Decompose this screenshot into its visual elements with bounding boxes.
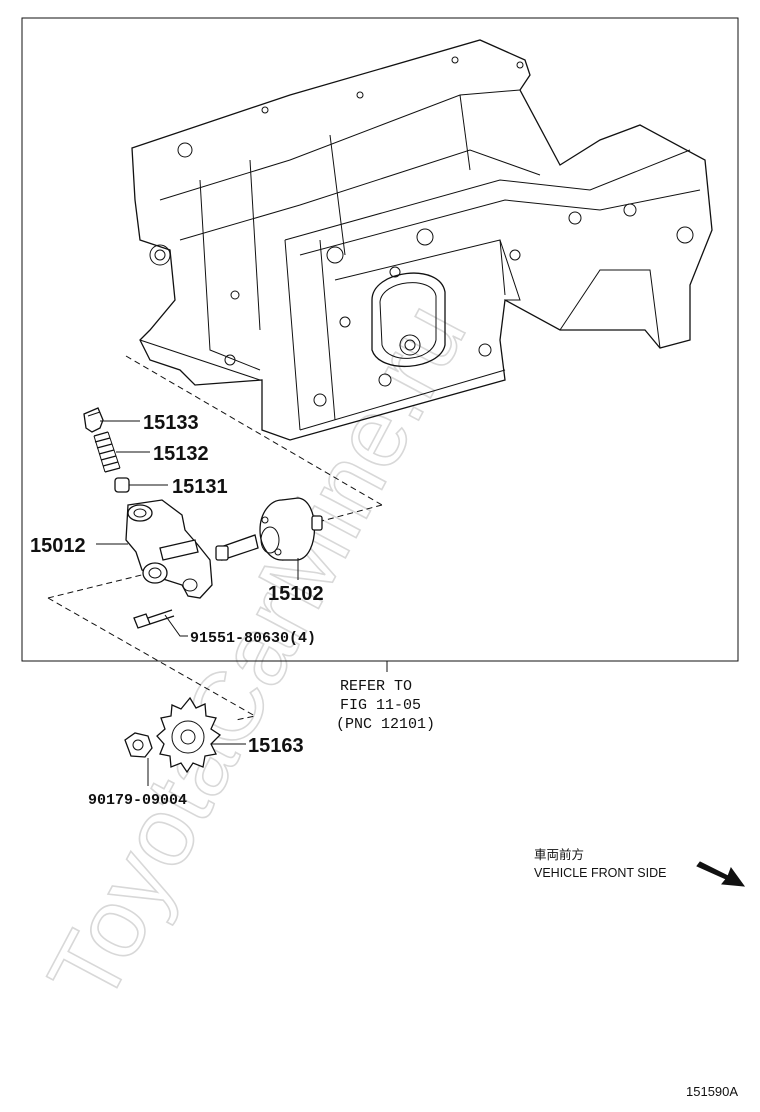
part-label-15133: 15133 [143,412,199,434]
relief-valve [114,477,130,493]
part-label-15012: 15012 [30,535,86,557]
pump-mounting-bolt [133,609,175,629]
part-label-15102: 15102 [268,583,324,605]
oil-pump-drive-sprocket [156,696,222,774]
relief-valve-plug [83,407,104,433]
reference-line-3: (PNC 12101) [336,716,435,733]
figure-id: 151590A [686,1084,738,1099]
sprocket-nut [124,732,153,758]
oil-pump-rotor-shaft [215,497,323,561]
part-label-15131: 15131 [172,476,228,498]
reference-line-2: FIG 11-05 [340,697,421,714]
relief-valve-spring [93,431,121,473]
part-label-91551: 91551-80630(4) [190,630,316,647]
reference-line-1: REFER TO [340,678,412,695]
vehicle-front-label-jp: 車両前方 [534,847,584,862]
part-label-90179: 90179-09004 [88,792,187,809]
part-label-15163: 15163 [248,735,304,757]
part-label-15132: 15132 [153,443,209,465]
vehicle-front-label: VEHICLE FRONT SIDE [534,866,666,880]
oil-pump-body [125,499,213,599]
assembly-frame [21,17,739,662]
front-direction-arrow-icon [696,861,746,887]
leader-lines [96,420,388,786]
engine-block-illustration [131,39,713,441]
